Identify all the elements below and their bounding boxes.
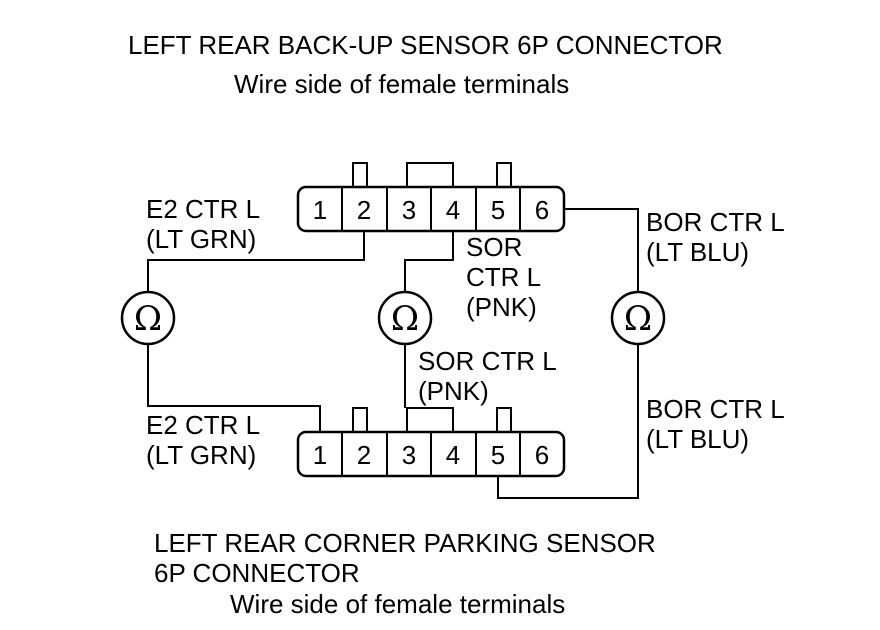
top-connector-tab-right — [496, 162, 512, 188]
bottom-pin-2: 2 — [357, 440, 371, 470]
wire-e2-top — [147, 231, 365, 292]
label-sor-bottom-name: SOR CTR L — [418, 346, 557, 376]
top-pin-2: 2 — [357, 195, 371, 225]
top-pin-6: 6 — [535, 195, 549, 225]
bottom-pin-4: 4 — [446, 440, 460, 470]
top-connector: 1 2 3 4 5 6 — [296, 162, 566, 233]
ohmmeter-bor: Ω — [610, 290, 666, 346]
label-sor-top-color: (PNK) — [466, 292, 537, 322]
wire-e2-bottom — [147, 344, 321, 432]
wire-bor-top — [564, 208, 639, 292]
bottom-connector-title-line1: LEFT REAR CORNER PARKING SENSOR — [154, 528, 656, 558]
top-connector-title: LEFT REAR BACK-UP SENSOR 6P CONNECTOR — [128, 30, 723, 60]
bottom-connector-title-line2: 6P CONNECTOR — [154, 558, 360, 588]
ohm-icon: Ω — [391, 299, 419, 339]
bottom-connector-subtitle: Wire side of female terminals — [230, 589, 565, 619]
label-e2-top-color: (LT GRN) — [146, 224, 256, 254]
label-bor-bottom-color: (LT BLU) — [646, 424, 749, 454]
top-pin-5: 5 — [491, 195, 505, 225]
label-bor-top-color: (LT BLU) — [646, 237, 749, 267]
ohm-icon: Ω — [624, 299, 652, 339]
top-connector-tab-left — [352, 162, 368, 188]
bottom-connector-tab-right — [496, 407, 512, 433]
top-connector-subtitle: Wire side of female terminals — [234, 69, 569, 99]
label-sor-top-name1: SOR — [466, 232, 522, 262]
bottom-pin-6: 6 — [535, 440, 549, 470]
label-bor-top-name: BOR CTR L — [646, 207, 785, 237]
bottom-pin-5: 5 — [491, 440, 505, 470]
label-e2-top-name: E2 CTR L — [146, 194, 260, 224]
label-e2-bottom-color: (LT GRN) — [146, 440, 256, 470]
wire-sor-top — [404, 231, 454, 292]
bottom-connector-tab-left — [352, 407, 368, 433]
top-pin-3: 3 — [402, 195, 416, 225]
top-pin-4: 4 — [446, 195, 460, 225]
bottom-pin-3: 3 — [402, 440, 416, 470]
label-sor-top-name2: CTR L — [466, 262, 541, 292]
wire-bor-bottom — [497, 344, 639, 499]
top-connector-tab-center — [406, 162, 454, 188]
bottom-connector-tab-center — [406, 407, 454, 433]
ohmmeter-e2: Ω — [120, 290, 176, 346]
bottom-connector: 1 2 3 4 5 6 — [296, 407, 566, 478]
label-e2-bottom-name: E2 CTR L — [146, 410, 260, 440]
label-sor-bottom-color: (PNK) — [418, 376, 489, 406]
top-pin-1: 1 — [313, 195, 327, 225]
ohmmeter-sor: Ω — [377, 290, 433, 346]
ohm-icon: Ω — [134, 299, 162, 339]
label-bor-bottom-name: BOR CTR L — [646, 394, 785, 424]
bottom-pin-1: 1 — [313, 440, 327, 470]
